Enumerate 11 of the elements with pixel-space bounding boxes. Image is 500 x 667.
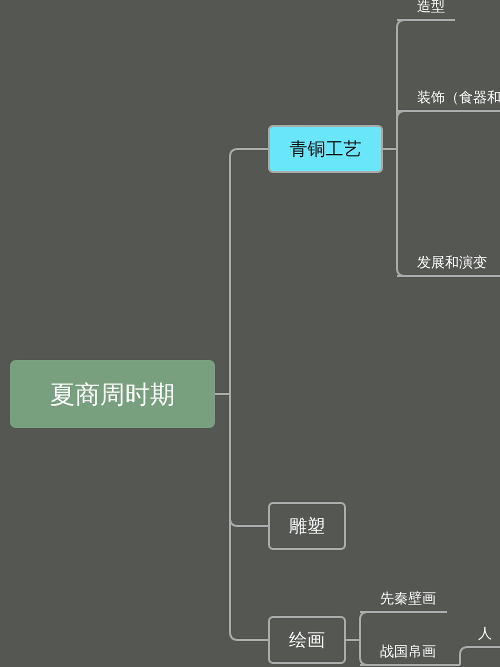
topic-box: 绘画 bbox=[268, 616, 346, 664]
branch-label: 战国帛画 bbox=[360, 641, 460, 666]
topic-box: 雕塑 bbox=[268, 502, 346, 550]
branch-label: 先秦壁画 bbox=[360, 587, 447, 613]
branch-label: 发展和演变 bbox=[397, 252, 500, 277]
connector-line bbox=[459, 646, 470, 666]
connector-line bbox=[215, 393, 268, 641]
branch-label: 人 bbox=[470, 622, 500, 648]
branch-label: 装饰（食器和 bbox=[397, 88, 500, 112]
topic-box: 夏商周时期 bbox=[10, 360, 215, 428]
topic-box: 青铜工艺 bbox=[268, 125, 383, 173]
